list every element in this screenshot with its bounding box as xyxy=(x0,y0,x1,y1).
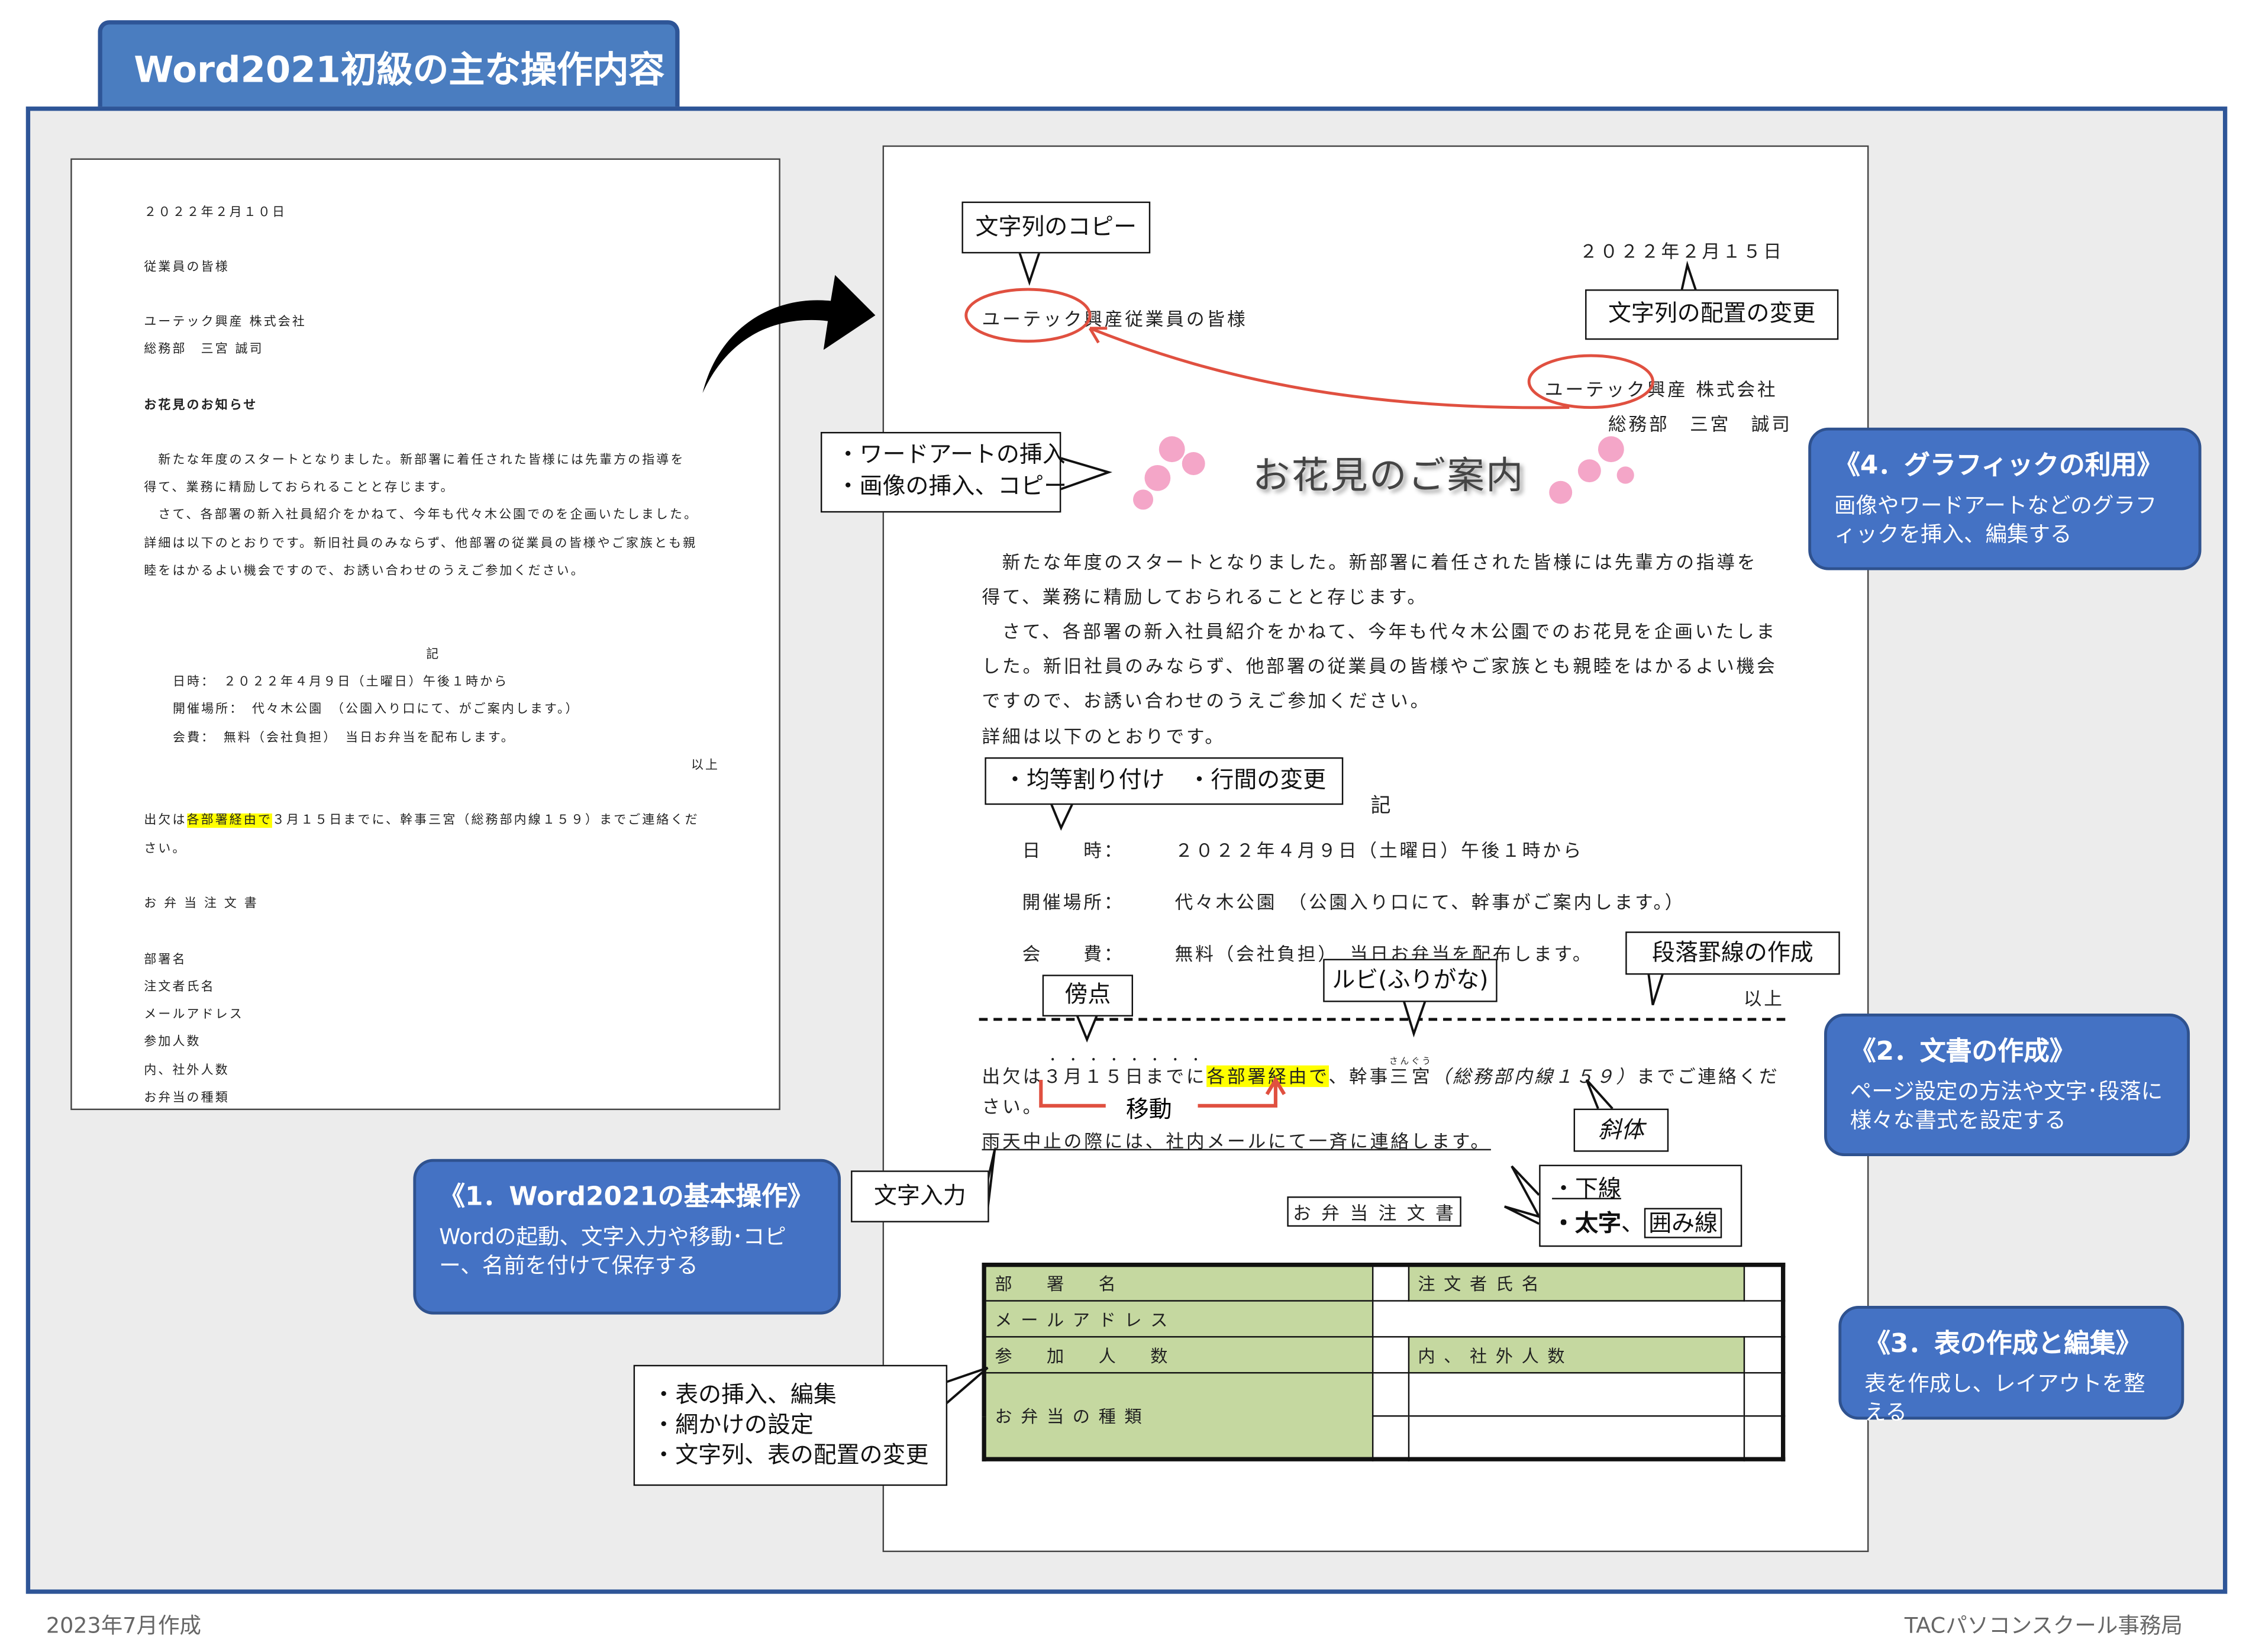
table-cell[interactable] xyxy=(1372,1415,1409,1460)
doc-line: 詳細は以下のとおりです。新旧社員のみならず、他部署の従業員の皆様やご家族とも親 xyxy=(144,537,698,551)
doc-line: 新たな年度のスタートとなりました。新部署に着任された皆様には先輩方の指導を xyxy=(144,453,685,468)
after-document: ２０２２年２月１５日 ユーテック興産従業員の皆様 ユーテック興産 株式会社 総務… xyxy=(882,145,1869,1553)
item-label: 会 費： xyxy=(1022,943,1125,965)
doc-heading: お花見のお知らせ xyxy=(144,399,258,414)
doc-line: ユーテック興産 株式会社 xyxy=(144,315,306,330)
table-header-cell: お弁当の種類 xyxy=(983,1372,1373,1460)
doc-line: 従業員の皆様 xyxy=(144,260,230,275)
section-document-creation: 《2．文書の作成》ページ設定の方法や文字･段落に様々な書式を設定する xyxy=(1824,1014,2190,1156)
table-header-cell: 参 加 人 数 xyxy=(983,1336,1373,1374)
table-cell[interactable] xyxy=(1408,1415,1745,1460)
doc-line: ですので、お誘い合わせのうえご参加ください。 xyxy=(982,689,1431,712)
doc-line: 新たな年度のスタートとなりました。新部署に着任された皆様には先輩方の指導を xyxy=(1002,551,1758,573)
doc-line: 総務部 三宮 誠司 xyxy=(144,343,264,357)
doc-field: 部署名 xyxy=(144,953,187,968)
doc-field: 注文者氏名 xyxy=(144,980,215,995)
callout-ruby: ルビ(ふりがな) xyxy=(1323,959,1498,1002)
table-cell[interactable] xyxy=(1408,1372,1745,1417)
doc-line: 睦をはかるよい機会ですので、お誘い合わせのうえご参加ください。 xyxy=(144,564,585,579)
doc-item: 日時： ２０２２年４月９日（土曜日）午後１時から xyxy=(172,675,509,690)
doc-contact: 出欠は３月１５日までに各部署経由で、幹事三宮さんぐう（総務部内線１５９）までご連… xyxy=(982,1057,1780,1088)
doc-line: さい。 xyxy=(144,842,187,857)
table-cell[interactable] xyxy=(1743,1415,1784,1460)
callout-wordart: ・ワードアートの挿入・画像の挿入、コピー xyxy=(820,431,1067,513)
order-table: 部 署 名注文者氏名 メールアドレス 参 加 人 数内、社外人数 お弁当の種類 xyxy=(982,1263,1786,1461)
doc-item: 開催場所： 代々木公園 （公園入り口にて、がご案内します。） xyxy=(172,702,580,717)
table-cell[interactable] xyxy=(1372,1300,1784,1338)
page-title: Word2021初級の主な操作内容 xyxy=(98,20,680,112)
doc-ijo: 以上 xyxy=(690,759,720,773)
doc-line: ２０２２年２月１０日 xyxy=(144,205,287,221)
paragraph-border xyxy=(979,1018,1786,1021)
doc-line: 得て、業務に精励しておられることと存じます。 xyxy=(982,586,1428,608)
transform-arrow-icon xyxy=(702,275,876,393)
doc-field: お弁当の種類 xyxy=(144,1091,230,1106)
item-value: ２０２２年４月９日（土曜日）午後１時から xyxy=(1174,839,1584,862)
doc-field: メールアドレス xyxy=(144,1008,244,1022)
move-label: 移動 xyxy=(1125,1095,1172,1123)
doc-field: 内、社外人数 xyxy=(144,1064,230,1079)
doc-line: した。新旧社員のみならず、他部署の従業員の皆様やご家族とも親睦をはかるよい機会 xyxy=(982,655,1777,677)
table-header-cell: メールアドレス xyxy=(983,1300,1373,1338)
table-cell[interactable] xyxy=(1372,1372,1409,1417)
table-header-cell: 内、社外人数 xyxy=(1408,1336,1745,1374)
doc-item: 会費： 無料（会社負担） 当日お弁当を配布します。 xyxy=(172,731,515,746)
doc-field: 参加人数 xyxy=(144,1035,201,1050)
section-basic-operations: 《1．Word2021の基本操作》Wordの起動、文字入力や移動･コピー、名前を… xyxy=(413,1159,841,1315)
flower-images xyxy=(1133,436,1634,510)
doc-line: 得て、業務に精励しておられることと存じます。 xyxy=(144,480,455,496)
doc-recipient: ユーテック興産従業員の皆様 xyxy=(982,308,1248,330)
doc-dept: 総務部 三宮 誠司 xyxy=(1608,413,1792,435)
doc-ki: 記 xyxy=(1370,795,1393,818)
before-document: ２０２２年２月１０日 従業員の皆様 ユーテック興産 株式会社 総務部 三宮 誠司… xyxy=(70,158,780,1111)
callout-border: 段落罫線の作成 xyxy=(1625,931,1840,975)
table-cell[interactable] xyxy=(1743,1372,1784,1417)
callout-copy: 文字列のコピー xyxy=(961,201,1151,254)
table-cell[interactable] xyxy=(1743,1264,1784,1302)
table-cell[interactable] xyxy=(1372,1264,1409,1302)
section-table: 《3．表の作成と編集》表を作成し、レイアウトを整える xyxy=(1838,1306,2184,1425)
doc-contact: 出欠は各部署経由で３月１５日までに、幹事三宮（総務部内線１５９）までご連絡くだ xyxy=(144,813,699,828)
table-header-cell: 部 署 名 xyxy=(983,1264,1373,1302)
callout-format: ・下線・太字、囲み線 xyxy=(1539,1164,1742,1247)
doc-line: 詳細は以下のとおりです。 xyxy=(982,725,1225,747)
doc-line: さて、各部署の新入社員紹介をかねて、今年も代々木公園でのお花見を企画いたしま xyxy=(1002,620,1777,643)
doc-line: さい。 xyxy=(982,1095,1044,1118)
table-cell[interactable] xyxy=(1743,1336,1784,1374)
footer-date: 2023年7月作成 xyxy=(46,1612,201,1639)
footer-org: TACパソコンスクール事務局 xyxy=(1904,1612,2183,1639)
table-cell[interactable] xyxy=(1372,1336,1409,1374)
wordart-title[interactable]: お花見のご案内 xyxy=(1252,454,1525,498)
callout-italic: 斜体 xyxy=(1573,1108,1669,1152)
doc-line: さて、各部署の新入社員紹介をかねて、今年も代々木公園でのを企画いたしました。 xyxy=(144,508,699,523)
doc-sender: ユーテック興産 株式会社 xyxy=(1544,378,1778,401)
callout-distribute: ・均等割り付け ・行間の変更 xyxy=(985,757,1344,805)
section-graphics: 《4．グラフィックの利用》画像やワードアートなどのグラフィックを挿入、編集する xyxy=(1808,427,2202,570)
doc-date: ２０２２年２月１５日 xyxy=(1579,240,1784,262)
doc-order-title: お 弁 当 注 文 書 xyxy=(144,896,259,912)
doc-ijo: 以上 xyxy=(1743,988,1784,1009)
callout-input: 文字入力 xyxy=(851,1170,989,1222)
callout-dots: 傍点 xyxy=(1042,975,1134,1017)
item-label: 日 時： xyxy=(1022,839,1125,862)
doc-underlined-line: 雨天中止の際には、社内メールにて一斉に連絡します。 xyxy=(982,1130,1491,1152)
item-label: 開催場所： xyxy=(1022,891,1125,913)
item-value: 代々木公園 （公園入り口にて、幹事がご案内します。） xyxy=(1174,891,1686,913)
callout-table: ・表の挿入、編集・網かけの設定・文字列、表の配置の変更 xyxy=(633,1364,948,1486)
callout-align: 文字列の配置の変更 xyxy=(1585,289,1839,340)
table-header-cell: 注文者氏名 xyxy=(1408,1264,1745,1302)
doc-order-title: お 弁 当 注 文 書 xyxy=(1287,1196,1462,1227)
doc-ki: 記 xyxy=(426,647,441,663)
